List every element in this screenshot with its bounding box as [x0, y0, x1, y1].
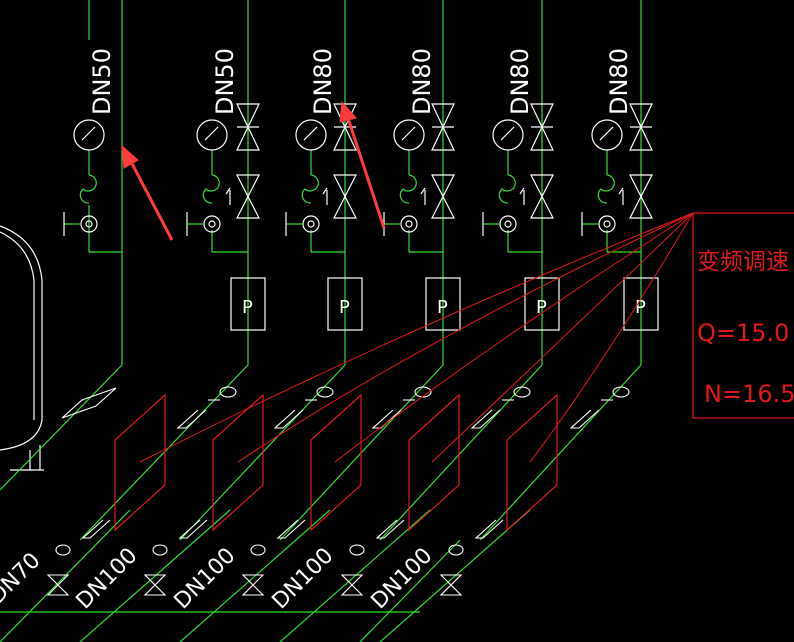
valve-group	[46, 103, 653, 596]
valve-icon	[470, 386, 531, 429]
note-title: 变频调速	[697, 249, 789, 275]
siphon-icon	[301, 174, 319, 204]
gate-valve-icon	[186, 212, 221, 236]
riser-label-2: DN50	[211, 48, 239, 115]
pump-icon: P	[524, 277, 560, 331]
flange-icon	[241, 519, 306, 596]
arrow-icon	[121, 144, 174, 241]
vfd-panels	[114, 393, 558, 532]
siphon-icon	[597, 174, 615, 204]
pump-letter: P	[339, 297, 350, 318]
pressure-gauge-icon	[73, 119, 105, 151]
leader-lines	[139, 212, 694, 463]
pressure-gauge-icon	[196, 119, 228, 151]
riser-label-3: DN80	[309, 48, 337, 115]
valve-icon	[273, 386, 334, 429]
pump-letter: P	[635, 297, 646, 318]
gate-valve-icon	[431, 103, 455, 151]
gate-valve-icon	[285, 212, 320, 236]
riser-label-5: DN80	[506, 48, 534, 115]
note-box: 变频调速 Q=15.0 N=16.5	[692, 212, 794, 419]
riser-label-1: DN50	[88, 48, 116, 115]
riser-label-6: DN80	[605, 48, 633, 115]
pump-letter: P	[437, 297, 448, 318]
siphon-icon	[399, 174, 417, 204]
vfd-panel-2	[212, 393, 264, 532]
siphon-icon	[79, 174, 97, 204]
gate-valve-icon	[482, 212, 517, 236]
gauge-group	[73, 119, 623, 204]
pump-icon: P	[623, 277, 659, 331]
check-valve-icon	[225, 174, 260, 219]
note-power: N=16.5	[704, 380, 794, 408]
siphon-icon	[202, 174, 220, 204]
vfd-panel-5	[506, 393, 558, 532]
flange-icon	[439, 519, 504, 596]
gate-valve-icon	[530, 103, 554, 151]
gate-valve-icon	[61, 387, 117, 419]
flange-icon	[143, 519, 208, 596]
valve-icon	[371, 386, 432, 429]
check-valve-icon	[322, 174, 357, 219]
vfd-panel-3	[310, 393, 362, 532]
annotation-arrows	[121, 100, 386, 241]
valve-icon	[569, 386, 630, 429]
valve-icon	[176, 386, 237, 429]
check-valve-icon	[420, 174, 455, 219]
vfd-panel-4	[408, 393, 460, 532]
arrow-icon	[339, 100, 386, 229]
flange-icon	[340, 519, 405, 596]
gate-valve-icon	[581, 212, 616, 236]
vfd-panel-1	[114, 393, 166, 532]
pump-icon: P	[230, 277, 266, 331]
gate-valve-icon	[236, 103, 260, 151]
pump-letter: P	[242, 297, 253, 318]
riser-label-4: DN80	[408, 48, 436, 115]
pipe-network	[0, 0, 642, 642]
siphon-icon	[498, 174, 516, 204]
flange-icon	[46, 519, 111, 596]
pump-letter: P	[536, 297, 547, 318]
pressure-gauge-icon	[295, 119, 327, 151]
pump-icon: P	[425, 277, 461, 331]
check-valve-icon	[519, 174, 554, 219]
check-valve-icon	[618, 174, 653, 219]
pump-icon: P	[327, 277, 363, 331]
pressure-gauge-icon	[492, 119, 524, 151]
note-flow: Q=15.0	[697, 319, 789, 347]
gate-valve-icon	[629, 103, 653, 151]
pressure-gauge-icon	[591, 119, 623, 151]
pressure-tank	[0, 225, 44, 471]
pressure-gauge-icon	[393, 119, 425, 151]
gate-valve-icon	[63, 212, 98, 236]
